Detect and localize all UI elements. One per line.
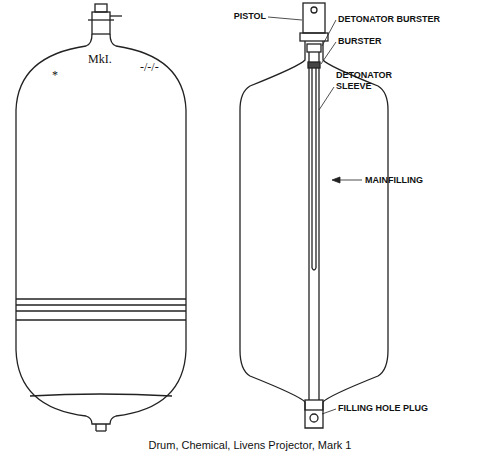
figure-caption: Drum, Chemical, Livens Projector, Mark 1 [149,440,352,451]
leader-line [322,409,336,414]
leader-line [268,17,302,20]
leader-line [322,20,336,46]
drum-section-outline [240,41,388,428]
filling-hole-plug [305,400,323,410]
band-line [16,298,186,299]
filling-hole-plug [310,414,318,422]
part-label: PISTOL [234,11,266,22]
burster-charge [315,68,316,268]
bottom-nipple [95,424,96,431]
burster [308,62,320,68]
leader-line [321,42,336,64]
part-label: BURSTER [338,36,382,47]
leader-arrowhead [332,177,340,183]
part-label: FILLING HOLE PLUG [338,403,428,414]
nozzle-flange [88,19,114,20]
band-line [16,304,186,305]
nozzle-cap [95,4,107,12]
seam-line [30,394,172,396]
detonator-burster [307,44,321,52]
part-label: DETONATOR SLEEVE [336,70,400,92]
pistol-collar [300,33,328,41]
drum-marking: -/-/- [140,62,159,73]
part-label: DETONATOR BURSTER [338,14,440,25]
nozzle-tab [110,15,122,16]
detonator-sleeve-wall [308,48,309,400]
pistol-body [303,3,325,33]
bottom-nipple [105,424,106,431]
burster-charge [312,268,316,270]
pistol-pin [311,7,317,13]
part-label: MAINFILLING [365,175,423,186]
burster-charge [311,68,312,268]
bottom-nipple [96,430,106,431]
nozzle-body [92,12,110,34]
drum-marking: MkI. [88,54,112,65]
drum-marking: * [52,70,58,81]
band-line [16,310,186,311]
detonator-sleeve-wall [318,48,319,400]
leader-line [319,87,334,110]
drum-outline [16,34,186,424]
band-line [16,319,186,320]
